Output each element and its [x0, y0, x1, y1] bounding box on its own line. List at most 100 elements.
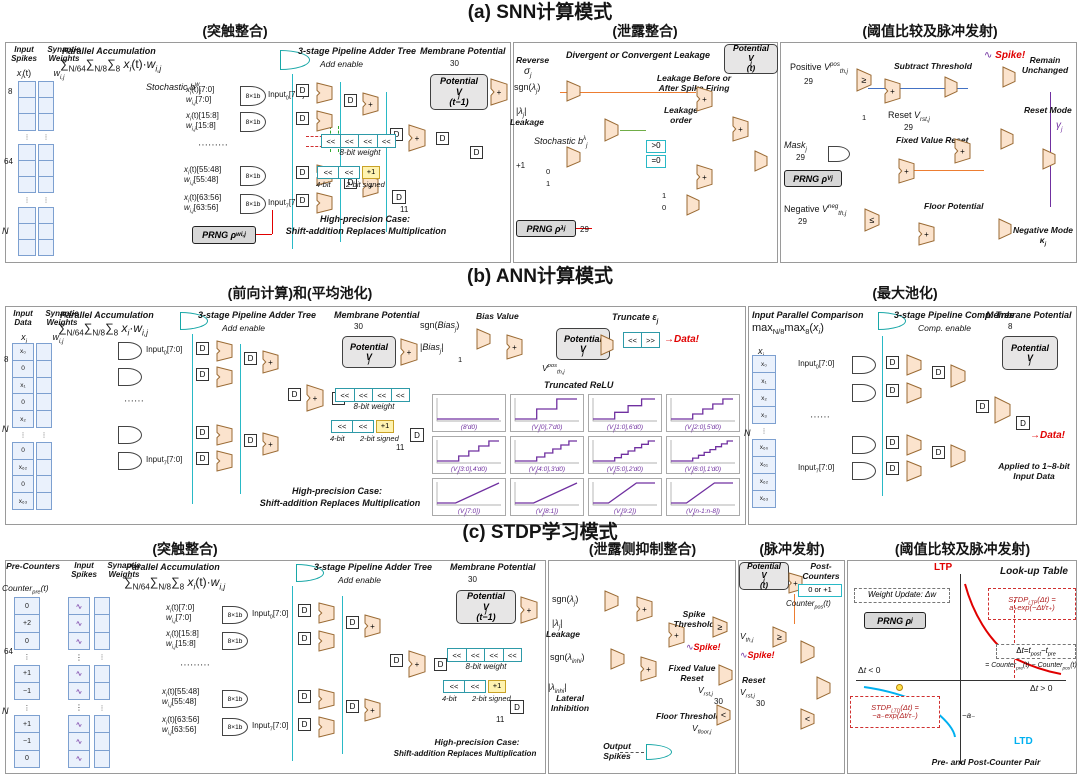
pipeline-line — [292, 74, 293, 249]
input7-label: Input7[7:0] — [798, 463, 835, 475]
bias-value-note: Bias Value — [476, 311, 519, 321]
w-bits-label: wi,j[55:48] — [184, 175, 219, 187]
adder: + — [696, 164, 713, 190]
dff: D — [344, 94, 357, 107]
plus-one-label: +1 — [516, 161, 526, 170]
and-gate: 8×1b — [240, 86, 266, 106]
high-precision-note: High-precision Case: — [434, 737, 520, 747]
relu-plot: (Vj[3:0],4'd0) — [432, 436, 506, 474]
dff: D — [886, 462, 899, 475]
shift-box-small: <<<< — [331, 420, 374, 433]
panel-c3-title: (脉冲发射) — [759, 541, 825, 557]
input0-label: Input0[7:0] — [252, 609, 289, 621]
adder — [216, 450, 233, 472]
panel-a3-title: (阈值比较及脉冲发射) — [862, 23, 998, 39]
panel-c2-title: (泄露侧抑制整合) — [588, 541, 697, 557]
add-enable-label: Add enable — [222, 323, 266, 333]
counter-pair-note: Pre- and Post-Counter Pair — [931, 757, 1041, 767]
comparator-ge: ≥ — [772, 626, 787, 648]
adder: + — [520, 596, 538, 624]
ellipsis: ⋯⋯ — [124, 396, 144, 407]
relu-plot: (Vj[2:0],5'd0) — [666, 394, 740, 432]
mux — [816, 676, 831, 700]
mux — [686, 194, 700, 216]
bus-30: 30 — [468, 575, 477, 584]
mux — [1000, 128, 1014, 150]
ltp-dashed-line — [1014, 600, 1015, 678]
and-gate — [852, 436, 876, 454]
mux — [1002, 66, 1016, 88]
width-8: 8 — [8, 87, 13, 96]
adder: + — [732, 116, 749, 142]
comparator — [950, 444, 966, 468]
mux — [610, 648, 625, 670]
output-dashed-wire — [620, 752, 644, 753]
mode-wire — [1050, 92, 1051, 207]
comparator-ge: ≥ — [712, 616, 728, 638]
plus-one-box: +1 — [362, 166, 380, 179]
and-gate — [852, 384, 876, 402]
dff: D — [346, 700, 359, 713]
xi-label: xi — [21, 332, 27, 345]
output-spikes-label: Output Spikes — [603, 741, 631, 761]
applied-note: Applied to 1~8-bit Input Data — [998, 461, 1070, 481]
pipeline-line — [342, 596, 343, 754]
relu-plot: (Vj[n-1:n-8]) — [666, 478, 740, 516]
w-bits-label: wi,j[7:0] — [186, 95, 212, 107]
negative-mode-note: Negative Mode κj — [1013, 225, 1073, 248]
adder: + — [696, 86, 713, 112]
input7-label: Input7[7:0] — [268, 198, 304, 210]
w-bits-label: wi,j[7:0] — [166, 613, 192, 625]
mux — [1042, 148, 1056, 170]
input0-label: Input0[7:0] — [268, 90, 304, 102]
relu-plot: (Vj[6:0],1'd0) — [666, 436, 740, 474]
width-N: N — [744, 428, 751, 438]
panel-c2 — [548, 560, 736, 774]
ellipsis: ⋯⋯⋯ — [180, 660, 210, 671]
accumulation-formula: ∑N/64∑N/8∑8 xi(t)·wi,j — [60, 57, 162, 74]
stochastic-bw-label: Stochastic bwj — [146, 81, 201, 95]
sgn-lambda-label: sgn(λj) — [552, 594, 579, 607]
shift-box: <<<<<<<< — [447, 648, 522, 662]
panel-c4 — [847, 560, 1077, 774]
bus-11: 11 — [496, 715, 505, 724]
minus-a-label: −a₋ — [962, 711, 976, 720]
reset-value-label: Reset Vrst,j — [888, 110, 930, 123]
mux — [566, 80, 581, 102]
x-bits-label: xi(t)[55:48] — [184, 165, 222, 177]
mux-1: 1 — [662, 191, 667, 200]
four-bit-label: 4-bit — [330, 434, 345, 443]
dff: D — [392, 190, 406, 204]
ltd-label: LTD — [1014, 736, 1033, 747]
max-formula: maxN/8max8(xi) — [752, 322, 824, 337]
vfloor-label: Vfloor,j — [692, 723, 712, 736]
dt-positive-label: Δt > 0 — [1030, 683, 1053, 693]
spike-label: ∿ Spike! — [984, 50, 1026, 61]
pipeline-line — [292, 586, 293, 761]
sgn-lambda-inhi-label: sgn(λinhi) — [550, 652, 585, 665]
comparator — [906, 382, 922, 404]
adder: + — [884, 78, 901, 104]
shift-addition-note: Shift-addition Replaces Multiplication — [285, 226, 447, 236]
dt-negative-label: Δt < 0 — [858, 665, 881, 675]
w-bits-label: wi,j[63:56] — [184, 203, 219, 215]
x-bits-label: xi(t)[63:56] — [184, 193, 222, 205]
dff: D — [410, 428, 424, 442]
adder-tree-heading: 3-stage Pipeline Adder Tree — [298, 46, 417, 56]
adder-tree-heading: 3-stage Pipeline Adder Tree — [314, 562, 433, 572]
bus-30: 30 — [756, 699, 765, 708]
width-N: N — [2, 226, 9, 236]
adder: + — [506, 334, 523, 360]
width-8: 8 — [4, 355, 9, 364]
width-N: N — [2, 706, 9, 716]
bus-29: 29 — [904, 123, 913, 132]
dff: D — [298, 690, 311, 703]
input0-label: Input0[7:0] — [146, 345, 183, 357]
dff: D — [298, 718, 311, 731]
panel-a2 — [513, 42, 778, 263]
